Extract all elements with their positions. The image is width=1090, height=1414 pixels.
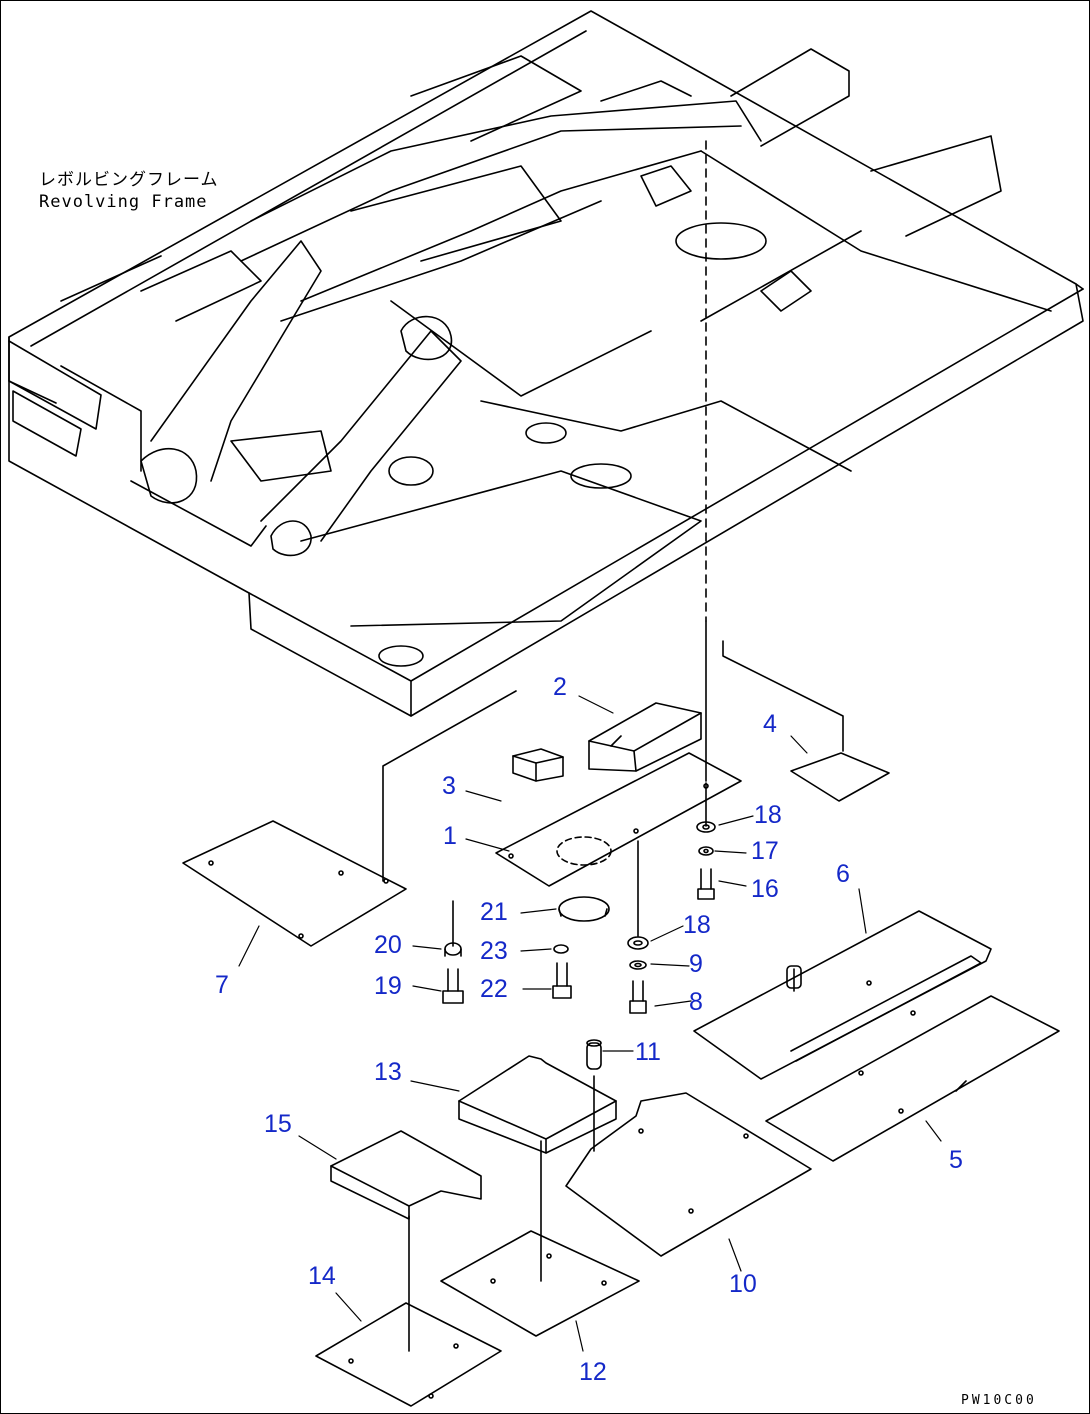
callout-11: 11 xyxy=(635,1038,661,1066)
callout-6: 6 xyxy=(836,860,850,888)
callout-9: 9 xyxy=(689,950,703,978)
callout-leaders xyxy=(238,695,942,1352)
part-11-stud xyxy=(586,1039,602,1070)
callout-15: 15 xyxy=(264,1110,292,1138)
callout-22: 22 xyxy=(480,975,508,1003)
part-12-plate xyxy=(440,1230,640,1337)
part-15-block xyxy=(330,1130,482,1220)
part-6-plate xyxy=(693,910,992,1080)
leader-lines xyxy=(382,140,844,1352)
callout-17: 17 xyxy=(751,837,779,865)
callout-23: 23 xyxy=(480,937,508,965)
callout-8: 8 xyxy=(689,988,703,1016)
callout-16: 16 xyxy=(751,875,779,903)
part-7-plate xyxy=(182,820,407,947)
callout-2: 2 xyxy=(553,673,567,701)
revolving-frame-label-en: Revolving Frame xyxy=(39,192,208,212)
hardware xyxy=(442,821,716,1014)
callout-4: 4 xyxy=(763,710,777,738)
part-4-plate xyxy=(790,752,890,802)
part-2-block xyxy=(588,702,702,772)
part-13-block xyxy=(458,1055,617,1154)
callout-14: 14 xyxy=(308,1262,336,1290)
callout-3: 3 xyxy=(442,772,456,800)
callout-18-upper: 18 xyxy=(754,801,782,829)
revolving-frame-label-jp: レボルビングフレーム xyxy=(39,170,219,190)
callout-21: 21 xyxy=(480,898,508,926)
callout-10: 10 xyxy=(729,1270,757,1298)
callout-7: 7 xyxy=(215,971,229,999)
revolving-frame xyxy=(8,10,1084,717)
callout-19: 19 xyxy=(374,972,402,1000)
part-21-cover xyxy=(558,896,610,922)
part-10-plate xyxy=(565,1092,812,1257)
part-3-block xyxy=(512,748,564,782)
part-14-plate xyxy=(315,1302,502,1407)
callout-5: 5 xyxy=(949,1146,963,1174)
part-5-plate xyxy=(765,995,1060,1162)
callout-1: 1 xyxy=(443,822,457,850)
callout-12: 12 xyxy=(579,1358,607,1386)
drawing-code: PW10C00 xyxy=(961,1393,1037,1408)
callout-18-lower: 18 xyxy=(683,911,711,939)
part-1-plate xyxy=(495,752,742,887)
callout-13: 13 xyxy=(374,1058,402,1086)
callout-20: 20 xyxy=(374,931,402,959)
